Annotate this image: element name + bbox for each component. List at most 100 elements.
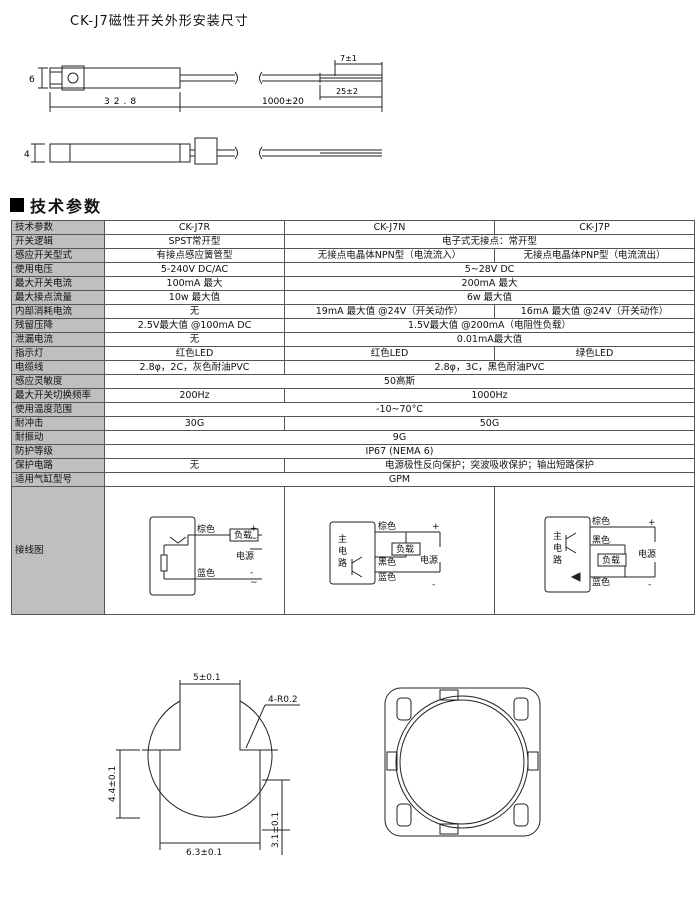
load-label-p: 负载 [602, 554, 620, 566]
wiring-diagrams: 棕色 蓝色 负载 电源 + ~ - ~ 主 电 路 棕色 黑色 蓝色 负载 电源… [149, 515, 656, 595]
wire-brown-label-n: 棕色 [378, 520, 396, 532]
row-label: 防护等级 [11, 444, 105, 459]
minus-label-n: - [432, 580, 435, 590]
minus-label-r: - [250, 568, 253, 578]
minus-label-p: - [648, 580, 651, 590]
table-row: 使用温度范围-10~70°C [11, 402, 695, 417]
main-circuit-char-2-n: 电 [338, 545, 347, 557]
section-heading: 技术参数 [10, 193, 102, 217]
table-cell: 100mA 最大 [104, 276, 285, 291]
wire-black-label-p: 黑色 [592, 534, 610, 546]
table-cell: 无 [104, 332, 285, 347]
row-label: 使用温度范围 [11, 402, 105, 417]
table-cell: 绿色LED [494, 346, 695, 361]
row-label: 使用电压 [11, 262, 105, 277]
table-cell: SPST常开型 [104, 234, 285, 249]
table-cell: 16mA 最大值 @24V（开关动作） [494, 304, 695, 319]
wiring-cell [494, 486, 695, 615]
table-cell: 红色LED [284, 346, 495, 361]
dim-4-label: 4 [24, 150, 30, 160]
main-circuit-char-3-n: 路 [338, 557, 347, 569]
page-title: CK-J7磁性开关外形安装尺寸 [70, 14, 249, 29]
row-label: 泄漏电流 [11, 332, 105, 347]
table-cell: 红色LED [104, 346, 285, 361]
row-label: 指示灯 [11, 346, 105, 361]
row-label: 开关逻辑 [11, 234, 105, 249]
table-cell: 6w 最大值 [284, 290, 695, 305]
table-cell: 10w 最大值 [104, 290, 285, 305]
main-circuit-char-2-p: 电 [553, 542, 562, 554]
wire-black-label-n: 黑色 [378, 556, 396, 568]
header-model: CK-J7N [284, 220, 495, 235]
sensor-dimension-drawing: 6 7±1 25±2 32.8 1000±20 4 [24, 54, 383, 165]
power-label-p: 电源 [638, 548, 656, 560]
table-cell: 19mA 最大值 @24V（开关动作） [284, 304, 495, 319]
power-label-n: 电源 [420, 554, 438, 566]
square-bullet-icon [10, 198, 24, 212]
table-cell: 2.5V最大值 @100mA DC [104, 318, 285, 333]
main-circuit-char-3-p: 路 [553, 554, 562, 566]
dim-6-label: 6 [29, 75, 35, 85]
row-label: 接线图 [11, 486, 105, 615]
table-cell: 50G [284, 416, 695, 431]
row-label: 保护电路 [11, 458, 105, 473]
load-label-r: 负载 [234, 529, 252, 541]
row-label: 残留压降 [11, 318, 105, 333]
table-row: 保护电路无电源极性反向保护；突波吸收保护；输出短路保护 [11, 458, 695, 473]
row-label: 耐冲击 [11, 416, 105, 431]
table-cell: IP67 (NEMA 6) [104, 444, 695, 459]
dim-5-label: 5±0.1 [193, 673, 221, 683]
table-cell: 无接点电晶体PNP型（电流流出） [494, 248, 695, 263]
table-cell: 30G [104, 416, 285, 431]
row-label: 耐振动 [11, 430, 105, 445]
row-label: 最大开关切换频率 [11, 388, 105, 403]
tilde-label-r: ~ [250, 534, 258, 544]
row-label: 适用气缸型号 [11, 472, 105, 487]
wire-blue-label-p: 蓝色 [592, 576, 610, 588]
row-label: 感应灵敏度 [11, 374, 105, 389]
table-cell: 0.01mA最大值 [284, 332, 695, 347]
row-label: 最大开关电流 [11, 276, 105, 291]
table-cell: 50高斯 [104, 374, 695, 389]
table-cell: 有接点感应簧管型 [104, 248, 285, 263]
section-title: 技术参数 [30, 197, 103, 216]
wire-blue-label-n: 蓝色 [378, 571, 396, 583]
plus-label-n: + [432, 522, 440, 532]
row-label: 感应开关型式 [11, 248, 105, 263]
table-cell: 电源极性反向保护；突波吸收保护；输出短路保护 [284, 458, 695, 473]
table-cell: GPM [104, 472, 695, 487]
plus-label-r: + [250, 524, 258, 534]
row-label: 内部消耗电流 [11, 304, 105, 319]
table-row: 感应开关型式有接点感应簧管型无接点电晶体NPN型（电流流入）无接点电晶体PNP型… [11, 248, 695, 263]
plus-label-p: + [648, 518, 656, 528]
tilde-label-r2: ~ [250, 578, 258, 588]
load-label-n: 负载 [396, 543, 414, 555]
dim-radius-label: 4-R0.2 [268, 695, 298, 705]
table-cell: 电子式无接点：常开型 [284, 234, 695, 249]
table-cell: 5-240V DC/AC [104, 262, 285, 277]
header-label: 技术参数 [11, 220, 105, 235]
table-cell: 2.8φ，2C，灰色耐油PVC [104, 360, 285, 375]
table-cell: 2.8φ，3C，黑色耐油PVC [284, 360, 695, 375]
table-cell: 9G [104, 430, 695, 445]
dim-328-label: 32.8 [104, 97, 140, 107]
header-model: CK-J7P [494, 220, 695, 235]
table-cell: -10~70°C [104, 402, 695, 417]
row-label: 电缆线 [11, 360, 105, 375]
table-cell: 无 [104, 304, 285, 319]
dim-31-label: 3.1±0.1 [271, 812, 281, 848]
table-cell: 200Hz [104, 388, 285, 403]
table-cell: 200mA 最大 [284, 276, 695, 291]
